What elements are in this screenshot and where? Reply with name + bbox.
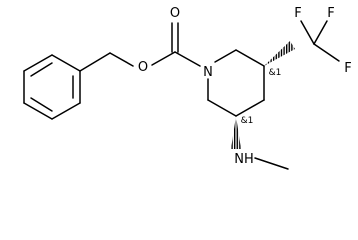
piperidine-ring xyxy=(207,49,265,117)
stereo-label-c3: &1 xyxy=(241,116,254,126)
cf3-bond-top-left xyxy=(300,20,315,45)
hashed-wedge-amine xyxy=(231,116,241,149)
hashed-wedge-cf3 xyxy=(264,41,295,66)
benzyl-bond xyxy=(79,52,111,72)
n-methyl-bond xyxy=(254,157,289,170)
ring-nitrogen-label: N xyxy=(203,65,213,80)
ch2-oxygen-bond xyxy=(109,52,134,67)
amine-label: NH xyxy=(234,152,254,167)
carbonyl-oxygen-label: O xyxy=(170,6,180,21)
cf3-bond-top-right xyxy=(313,20,328,45)
structure-diagram: O O N F F F NH &1 &1 xyxy=(23,6,352,170)
fluorine-top-right-label: F xyxy=(327,6,334,21)
oxygen-carbonyl-bond xyxy=(151,51,176,66)
stereo-label-c5: &1 xyxy=(269,68,282,78)
ester-oxygen-label: O xyxy=(138,60,148,75)
fluorine-top-left-label: F xyxy=(294,6,301,21)
carbamate-n-bond xyxy=(174,51,201,67)
cf3-bond-right xyxy=(313,43,340,62)
benzene-ring xyxy=(23,54,81,120)
fluorine-right-label: F xyxy=(344,61,351,76)
